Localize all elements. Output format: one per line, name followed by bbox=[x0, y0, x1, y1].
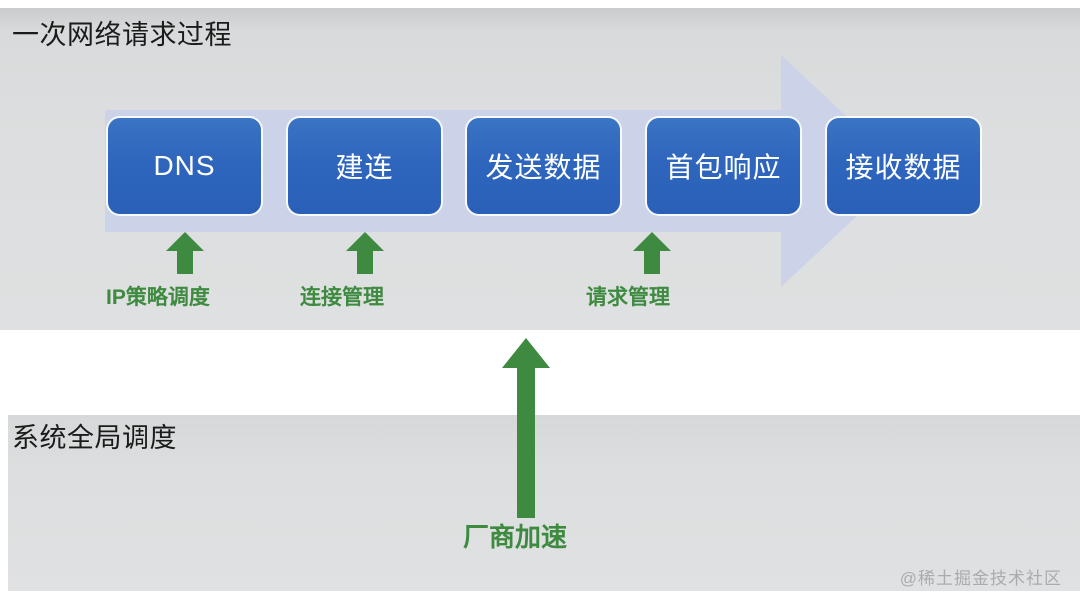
stage-box-label: 首包响应 bbox=[665, 152, 782, 183]
stage-box-label: DNS bbox=[153, 150, 216, 181]
stage-box-connect[interactable]: 建连 bbox=[288, 118, 441, 214]
stage-box-label: 接收数据 bbox=[845, 152, 962, 183]
annotation-label-ip-strategy: IP策略调度 bbox=[106, 286, 210, 309]
up-arrow-icon bbox=[166, 232, 204, 274]
annotation-label-vendor-acceleration: 厂商加速 bbox=[463, 522, 568, 552]
annotation-label-connection-management: 连接管理 bbox=[300, 286, 384, 309]
stage-box-dns[interactable]: DNS bbox=[108, 118, 261, 214]
up-arrow-icon bbox=[633, 232, 671, 274]
panel-title-global-scheduling: 系统全局调度 bbox=[12, 423, 177, 453]
stage-box-label: 发送数据 bbox=[485, 152, 602, 183]
stage-box-receive-data[interactable]: 接收数据 bbox=[827, 118, 980, 214]
long-up-arrow-icon bbox=[500, 338, 552, 518]
panel-title-network-request: 一次网络请求过程 bbox=[12, 20, 232, 50]
panel-global-scheduling bbox=[8, 415, 1080, 591]
watermark: @稀土掘金技术社区 bbox=[899, 569, 1062, 588]
stage-box-first-packet-response[interactable]: 首包响应 bbox=[647, 118, 800, 214]
annotation-label-request-management: 请求管理 bbox=[586, 286, 670, 309]
stage-box-send-data[interactable]: 发送数据 bbox=[467, 118, 620, 214]
stage-box-label: 建连 bbox=[335, 152, 394, 183]
up-arrow-icon bbox=[346, 232, 384, 274]
